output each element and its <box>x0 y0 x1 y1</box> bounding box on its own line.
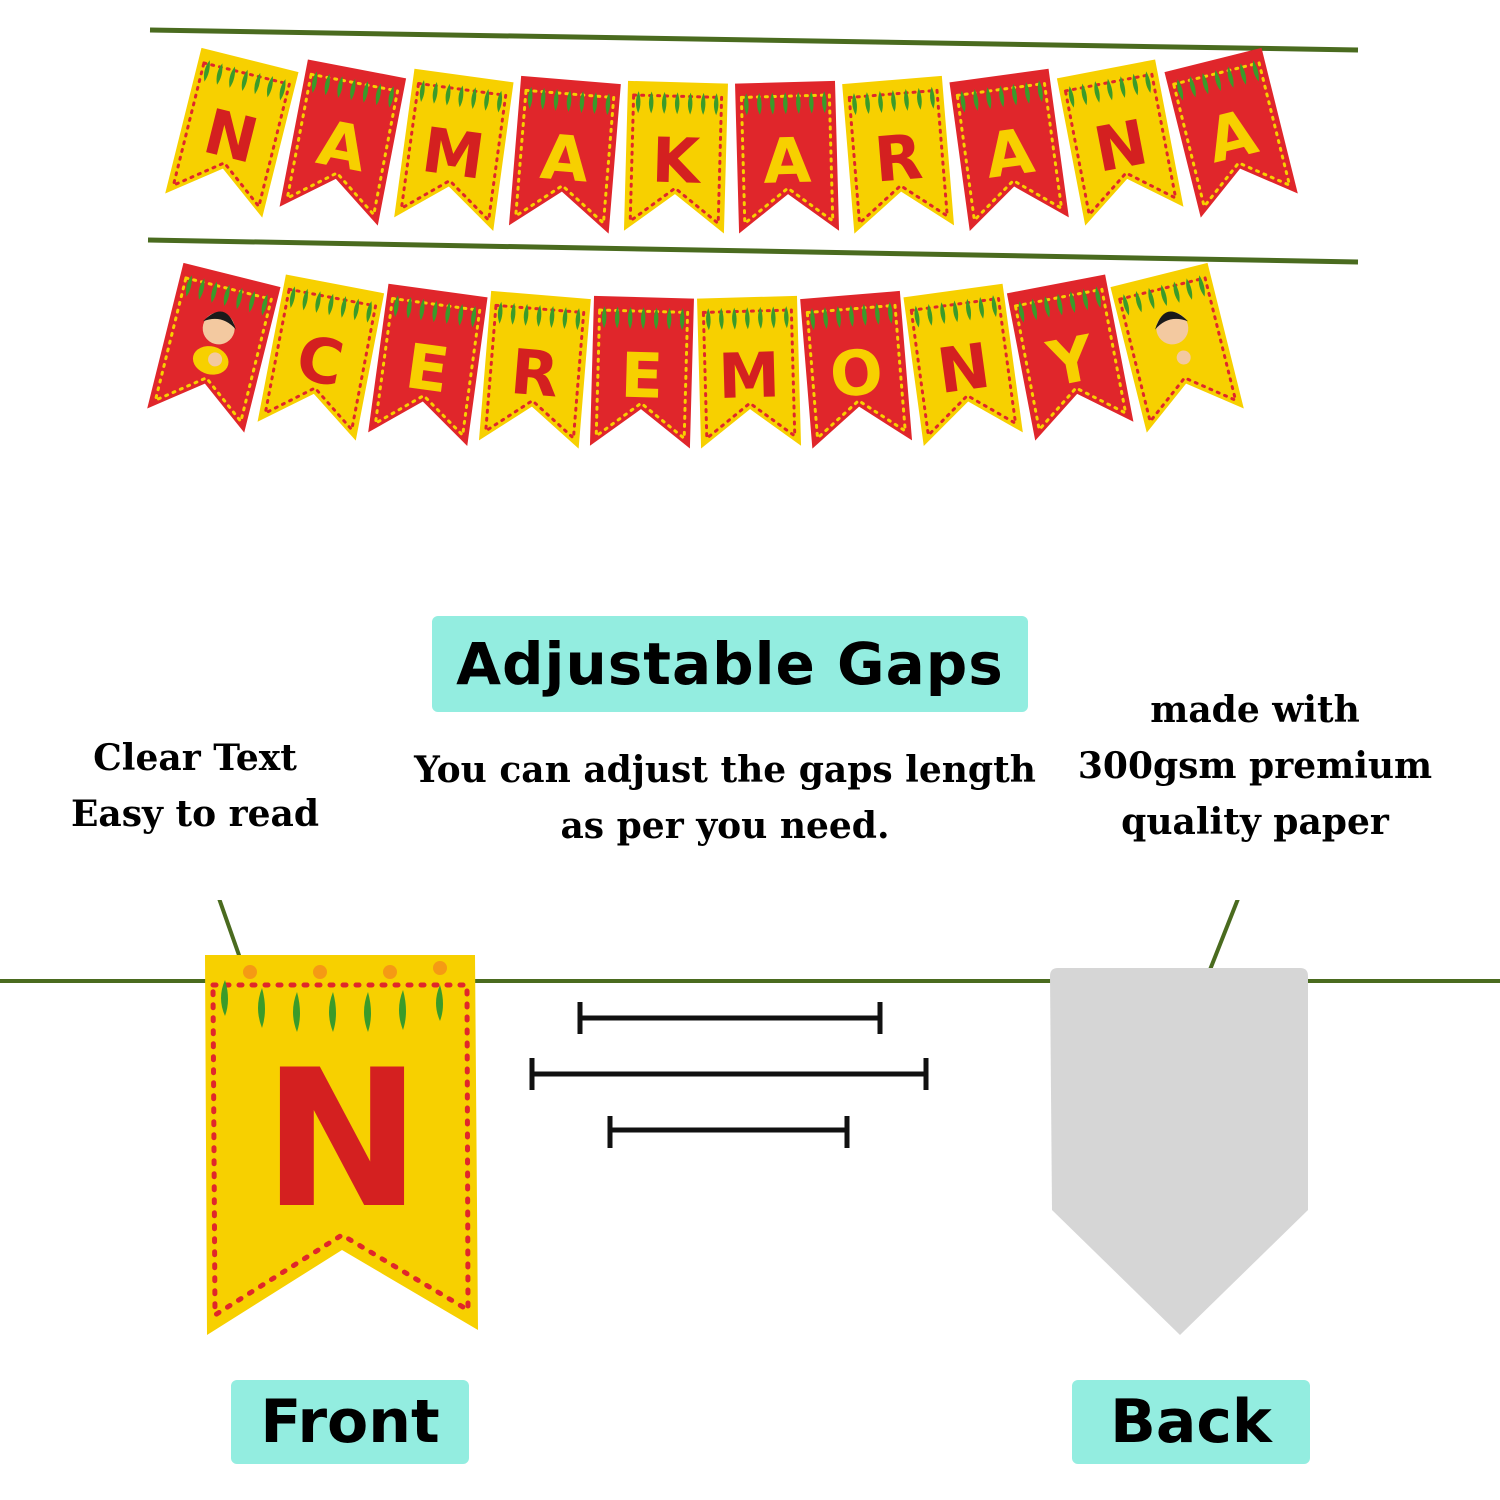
bunting-letter: M <box>418 113 489 194</box>
bunting-flag: A <box>735 80 840 234</box>
bunting-letter: N <box>933 329 994 408</box>
bunting-flag: R <box>478 290 591 449</box>
bunting-letter: A <box>981 114 1038 193</box>
bunting-letter: E <box>620 339 664 413</box>
caption-line: You can adjust the gaps length <box>414 749 1036 791</box>
adjust-gaps-caption: You can adjust the gaps length as per yo… <box>395 742 1055 854</box>
bunting-string-bottom <box>147 237 1359 265</box>
bunting-flag: R <box>842 75 955 234</box>
bunting-flag: N <box>903 283 1023 446</box>
pointer-line-left <box>217 900 242 959</box>
bunting-flag-mother-icon <box>1110 262 1244 433</box>
caption-line: 300gsm premium <box>1077 745 1433 787</box>
front-back-illustration: N <box>0 900 1500 1335</box>
bunting-letter: M <box>717 338 781 413</box>
back-flag <box>1050 968 1308 1335</box>
bunting-flag: A <box>508 75 621 234</box>
adjustable-gap-lines <box>529 1002 929 1148</box>
bunting-flag: N <box>1056 59 1184 226</box>
bunting-flag: E <box>368 283 488 446</box>
bunting-flag: Y <box>1006 274 1134 441</box>
adjustable-gaps-title: Adjustable Gaps <box>432 616 1028 712</box>
bunting-flag: A <box>1164 47 1298 218</box>
bunting-letter: E <box>401 329 453 407</box>
bunting-flag: N <box>165 47 299 218</box>
bunting-flag: C <box>257 274 385 441</box>
bunting-letter: O <box>827 335 885 412</box>
bunting-letter: R <box>508 335 562 412</box>
front-flag: N <box>205 955 478 1335</box>
bunting-flag: A <box>279 59 407 226</box>
caption-line: Easy to read <box>70 793 320 835</box>
caption-line: as per you need. <box>560 805 890 847</box>
caption-line: quality paper <box>1121 801 1389 843</box>
front-label: Front <box>231 1380 469 1464</box>
bunting-flag: M <box>697 295 802 449</box>
back-label: Back <box>1072 1380 1310 1464</box>
paper-quality-caption: made with 300gsm premium quality paper <box>1065 682 1445 850</box>
bunting-flag: M <box>394 68 514 231</box>
bunting-flag: A <box>949 68 1069 231</box>
bunting-letter: K <box>651 124 703 198</box>
front-flag-letter: N <box>262 1029 421 1250</box>
bunting-flag: E <box>589 295 694 449</box>
bunting-flag: O <box>800 290 913 449</box>
caption-line: made with <box>1150 689 1360 731</box>
caption-line: Clear Text <box>93 737 297 779</box>
bunting-letter: A <box>538 120 592 197</box>
bunting-flag: K <box>623 80 728 234</box>
bunting-letter: A <box>762 124 812 198</box>
clear-text-caption: Clear Text Easy to read <box>50 730 340 842</box>
bunting-string-top <box>149 27 1359 53</box>
bunting-letter: R <box>872 120 926 197</box>
leaf-garland-icon <box>221 961 447 1032</box>
bunting-flag-mother-icon <box>147 262 281 433</box>
